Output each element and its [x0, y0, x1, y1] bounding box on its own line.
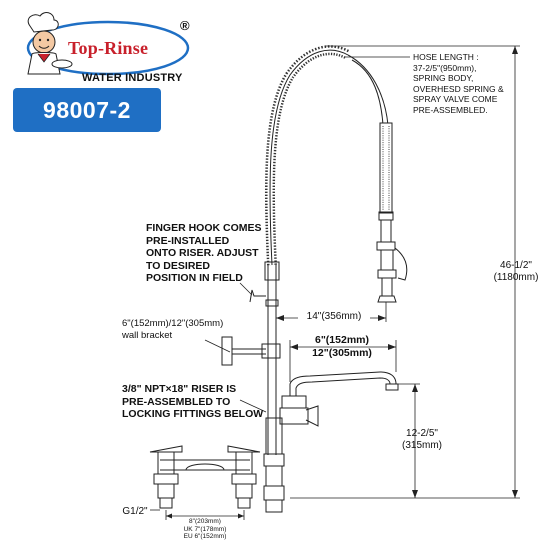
spout-length-dimension: 6"(152mm) 12"(305mm) — [312, 334, 372, 359]
deck-faucet-body — [149, 445, 261, 509]
finger-hook-note: FINGER HOOK COMES PRE-INSTALLED ONTO RIS… — [146, 222, 262, 284]
overhead-spring — [264, 45, 351, 266]
brand-logo: Top-Rinse ® WATER INDUSTRY — [8, 8, 193, 86]
brand-name: Top-Rinse — [68, 38, 149, 58]
model-number-badge: 98007-2 — [13, 88, 161, 132]
leader-lines — [204, 56, 410, 413]
riser — [264, 261, 280, 455]
spout-offset-dimension: 14"(356mm) — [298, 311, 370, 323]
dimension-lines — [150, 45, 520, 520]
chef-mascot-icon — [26, 12, 190, 76]
spray-valve — [376, 211, 408, 303]
riser-note: 3/8" NPT×18" RISER IS PRE-ASSEMBLED TO L… — [122, 383, 264, 420]
dimension-arrows — [166, 46, 518, 519]
hose-length-note: HOSE LENGTH : 37-2/5"(950mm), SPRING BOD… — [413, 52, 504, 115]
inlet-size-dimension: G1/2" — [122, 506, 148, 517]
spout-height-dimension: 12-2/5" (315mm) — [401, 428, 442, 451]
registered-mark: ® — [180, 18, 190, 33]
model-number: 98007-2 — [43, 96, 131, 123]
hose — [347, 54, 393, 214]
riser-fittings — [263, 417, 285, 513]
swing-spout — [279, 371, 399, 427]
overall-height-dimension: 46-1/2" (1180mm) — [493, 260, 539, 283]
center-spacing-dimension: 8"(203mm) UK 7"(178mm) EU 6"(152mm) — [183, 518, 227, 540]
brand-subtitle: WATER INDUSTRY — [82, 72, 183, 84]
finger-hook — [249, 289, 266, 303]
wall-bracket-note: 6"(152mm)/12"(305mm) wall bracket — [122, 318, 224, 341]
wall-bracket — [221, 336, 281, 366]
